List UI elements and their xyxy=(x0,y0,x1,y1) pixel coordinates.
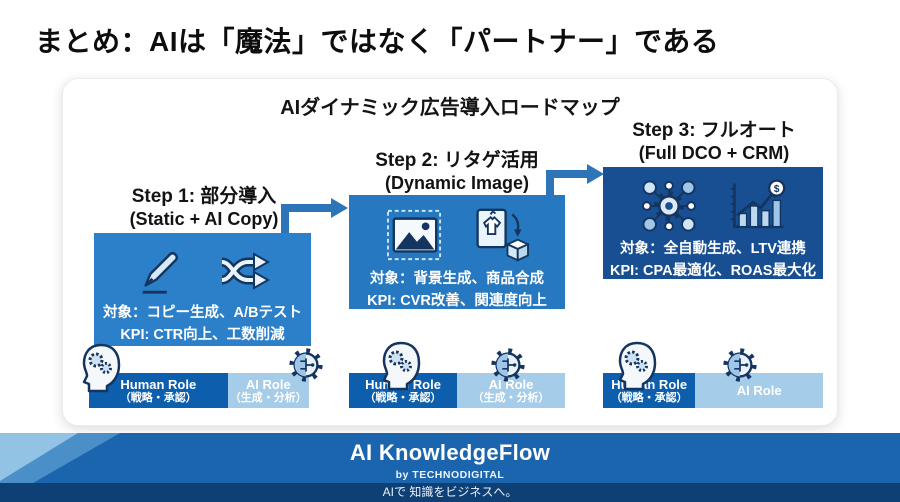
step3-target: 対象：全自動生成、LTV連携 xyxy=(620,241,806,257)
brand-byline: by TECHNODIGITAL xyxy=(395,469,505,481)
step1-heading-line2: (Static + AI Copy) xyxy=(129,209,279,229)
step2-ai-role: AI Role （生成・分析） xyxy=(457,373,565,408)
step3-heading-line2: (Full DCO + CRM) xyxy=(638,143,790,163)
brand-logo: AI KnowledgeFlow xyxy=(349,440,551,465)
step1-heading-line1: Step 1: 部分導入 xyxy=(131,186,277,207)
footer: AI KnowledgeFlow by TECHNODIGITAL AIで 知識… xyxy=(0,433,900,502)
step3-ai-role: AI Role xyxy=(695,373,823,408)
step2-heading-line1: Step 2: リタゲ活用 xyxy=(375,150,539,171)
svg-text:$: $ xyxy=(774,184,780,195)
step2-box: 対象：背景生成、商品合成 KPI: CVR改善、関連度向上 xyxy=(349,195,565,309)
human-head-icon xyxy=(379,341,423,396)
human-head-icon xyxy=(79,343,123,398)
step3-box: $ 対象：全自動生成、LTV連携 KPI: CPA最適化、ROAS最大化 xyxy=(603,167,823,279)
roadmap-card: AIダイナミック広告導入ロードマップ Step 1: 部分導入 (Static … xyxy=(62,78,838,426)
step3-human-role-sub: （戦略・承認） xyxy=(610,391,688,404)
step1-ai-role-label: AI Role xyxy=(245,376,291,392)
step1-human-role-sub: （戦略・承認） xyxy=(119,391,197,404)
step3-icon-row: $ xyxy=(639,179,787,238)
step2-target: 対象：背景生成、商品合成 xyxy=(370,271,544,287)
step2-kpi: KPI: CVR改善、関連度向上 xyxy=(367,293,547,309)
step3-kpi: KPI: CPA最適化、ROAS最大化 xyxy=(610,263,816,279)
brand-tagline: AIで 知識をビジネスへ。 xyxy=(382,485,518,499)
step2-human-role-sub: （戦略・承認） xyxy=(364,391,442,404)
step1-ai-role: AI Role （生成・分析） xyxy=(227,373,309,408)
step1-heading: Step 1: 部分導入 (Static + AI Copy) xyxy=(84,185,324,230)
step3-box-text: 対象：全自動生成、LTV連携 KPI: CPA最適化、ROAS最大化 xyxy=(610,238,816,282)
step2-ai-role-sub: （生成・分析） xyxy=(472,391,550,404)
step1-box-text: 対象：コピー生成、A/Bテスト KPI: CTR向上、工数削減 xyxy=(103,302,302,346)
image-icon xyxy=(385,208,445,267)
product-swap-icon xyxy=(471,207,531,268)
step1-role-bar: Human Role （戦略・承認） AI Role （生成・分析） xyxy=(89,373,309,408)
step1-icon-row xyxy=(134,245,272,302)
step1-box: 対象：コピー生成、A/Bテスト KPI: CTR向上、工数削減 xyxy=(94,233,311,346)
step2-ai-role-label: AI Role xyxy=(488,376,534,392)
roadmap-title: AIダイナミック広告導入ロードマップ xyxy=(280,97,620,119)
step3-heading-line1: Step 3: フルオート xyxy=(632,120,796,141)
footer-strip: AIで 知識をビジネスへ。 xyxy=(0,483,900,502)
step1-human-role-label: Human Role xyxy=(120,376,197,392)
step3-ai-role-label: AI Role xyxy=(736,383,782,398)
step2-heading-line2: (Dynamic Image) xyxy=(384,173,530,193)
step1-ai-role-sub: （生成・分析） xyxy=(229,391,307,404)
pen-icon xyxy=(134,245,188,302)
step2-icon-row xyxy=(385,207,531,268)
step1-target: 対象：コピー生成、A/Bテスト xyxy=(103,305,302,321)
human-head-icon xyxy=(615,341,659,396)
ai-gear-icon xyxy=(287,345,325,390)
step2-heading: Step 2: リタゲ活用 (Dynamic Image) xyxy=(347,149,567,194)
shuffle-icon xyxy=(214,245,272,302)
ai-gear-icon xyxy=(489,345,527,390)
network-gear-icon xyxy=(639,179,699,238)
step3-role-bar: Human Role （戦略・承認） AI Role xyxy=(603,373,823,408)
ai-gear-icon xyxy=(721,345,759,390)
chart-growth-icon: $ xyxy=(725,179,787,238)
step1-kpi: KPI: CTR向上、工数削減 xyxy=(120,327,285,343)
page-title: まとめ：AIは「魔法」ではなく「パートナー」である xyxy=(35,26,720,57)
step2-box-text: 対象：背景生成、商品合成 KPI: CVR改善、関連度向上 xyxy=(367,268,547,312)
step3-heading: Step 3: フルオート (Full DCO + CRM) xyxy=(601,119,827,164)
